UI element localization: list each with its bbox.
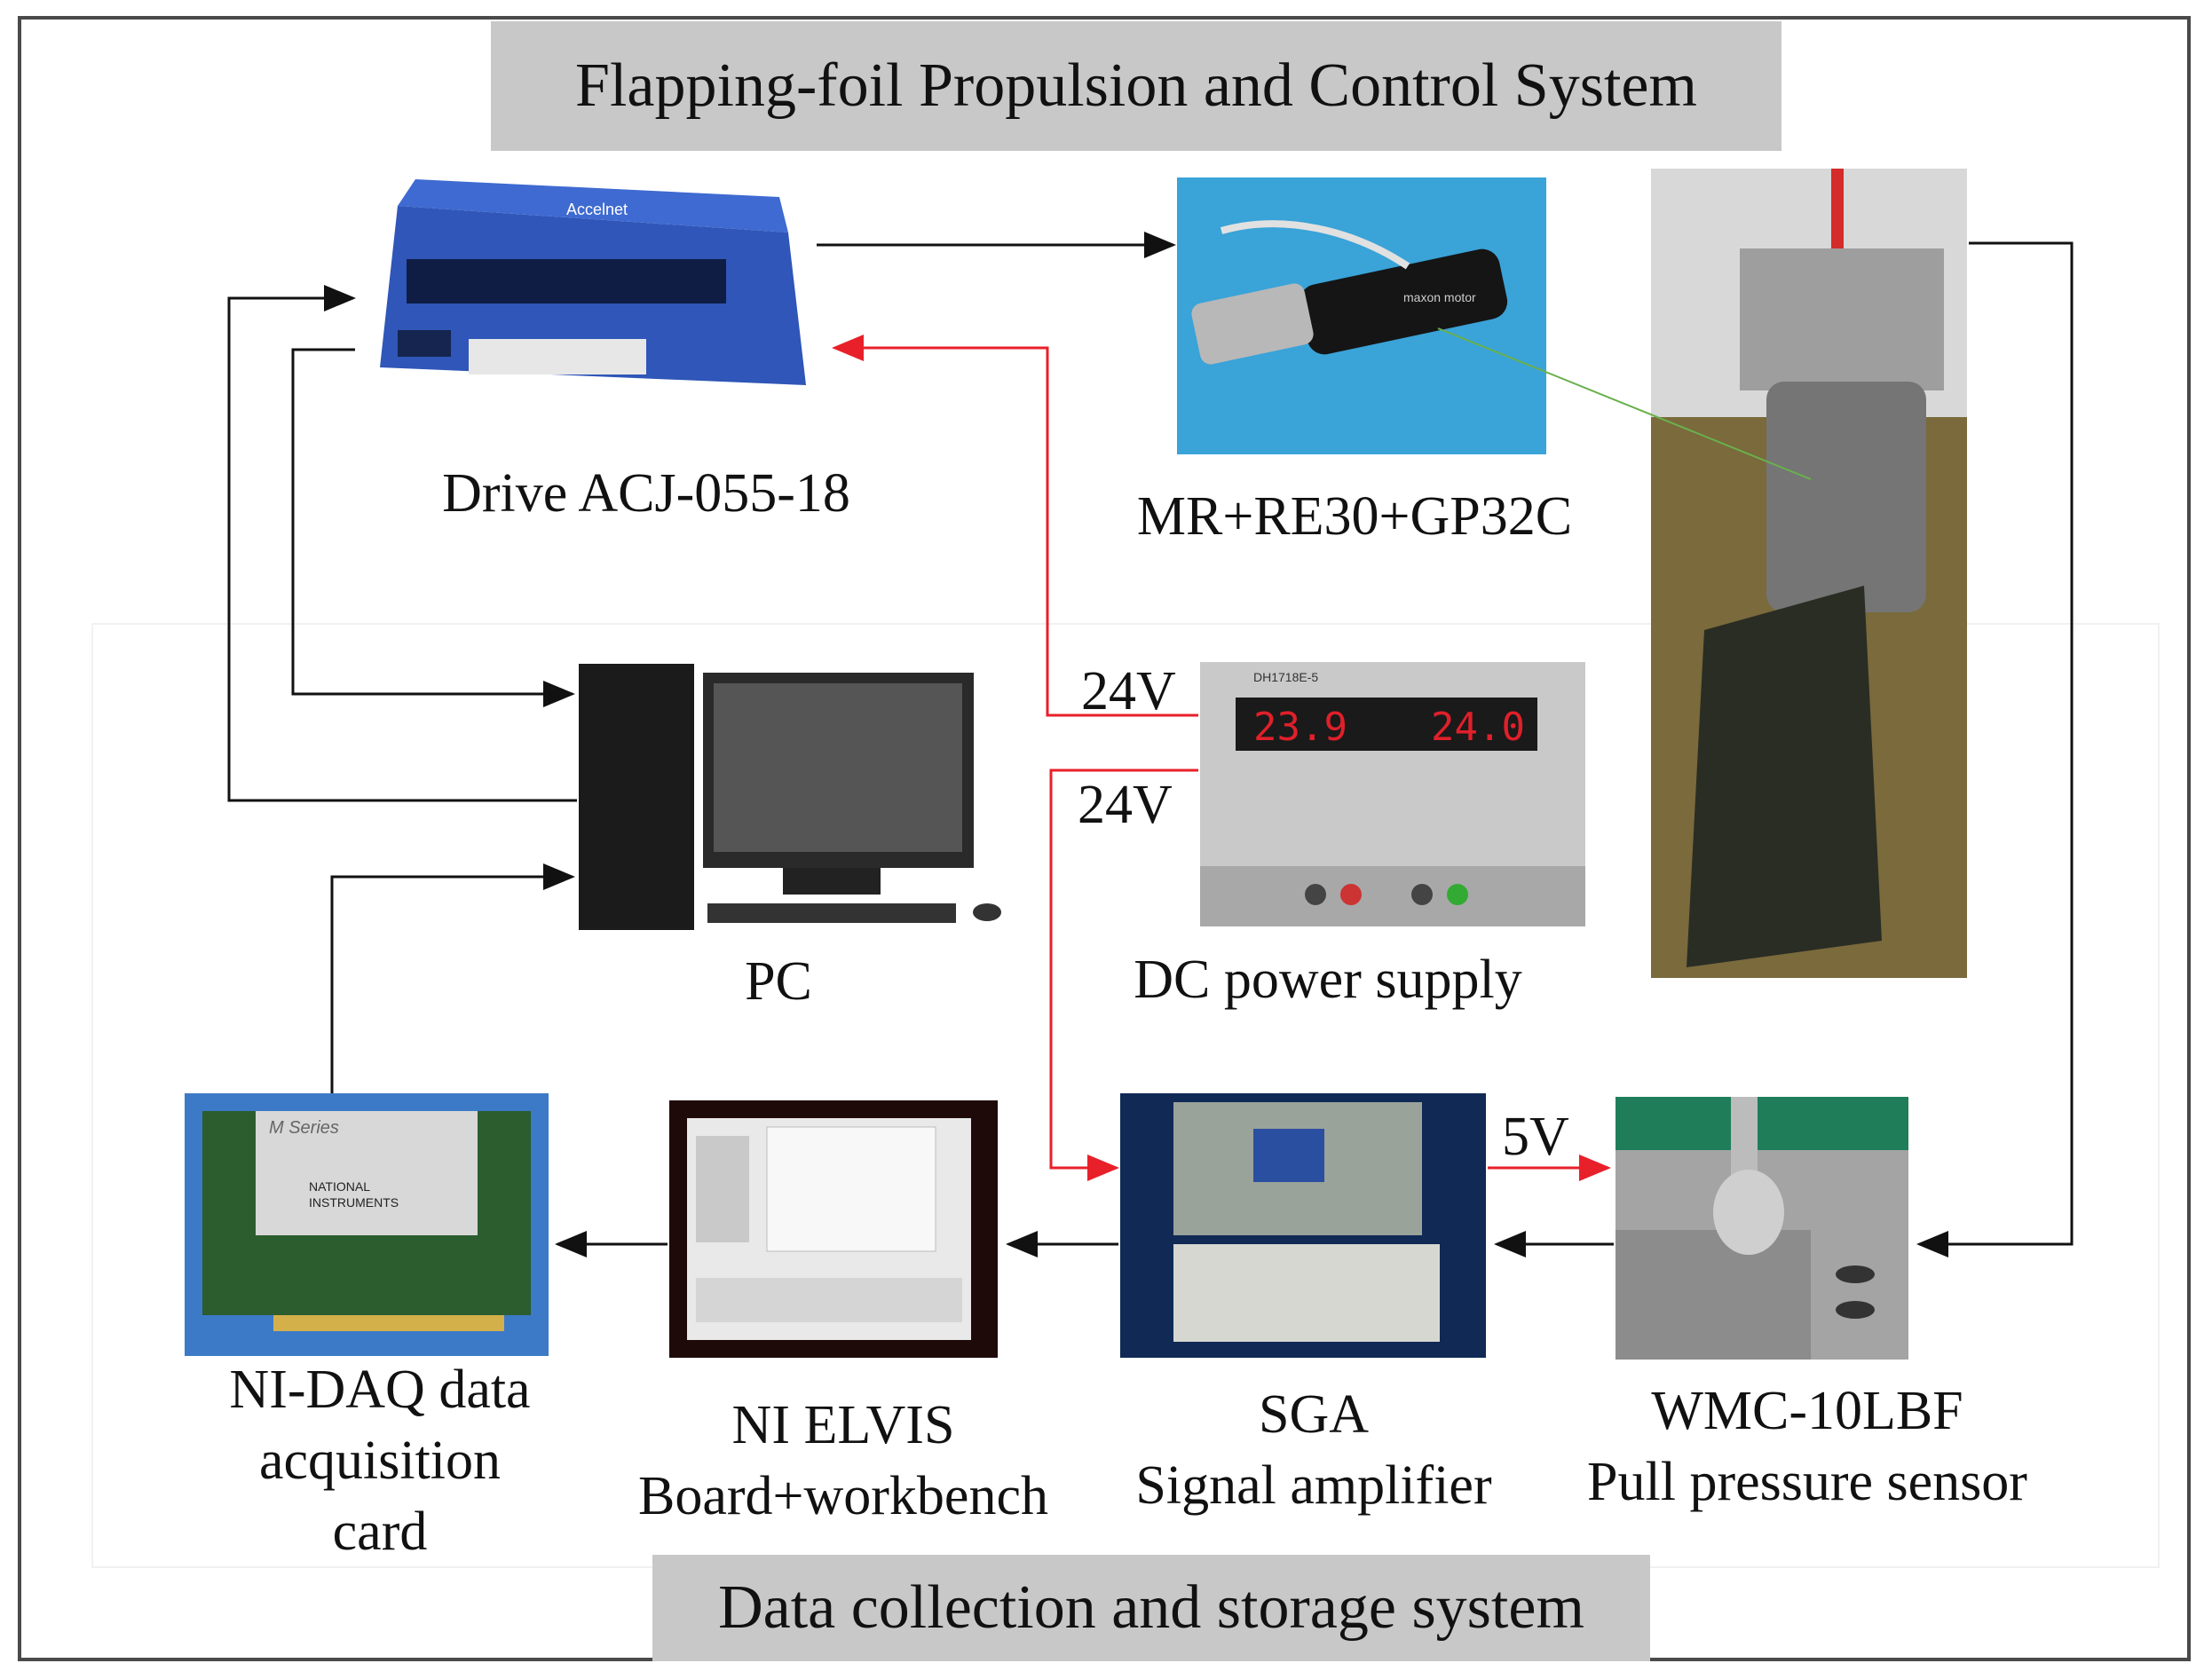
elvis-image xyxy=(669,1100,998,1358)
psu-readout-left: 23.9 xyxy=(1253,705,1347,750)
motor-text: maxon motor xyxy=(1403,290,1476,304)
drive-brand: Accelnet xyxy=(566,201,628,218)
pc-to-drive-line xyxy=(227,285,577,802)
voltage-label-2: 24V xyxy=(1078,775,1173,835)
motor-image: maxon motor xyxy=(1177,177,1546,454)
daq-brand-1: NATIONAL xyxy=(309,1179,370,1194)
daq-label: NI-DAQ data acquisition card xyxy=(185,1354,575,1567)
daq-label-line3: card xyxy=(332,1502,428,1562)
sensor-label: WMC-10LBF Pull pressure sensor xyxy=(1559,1376,2056,1517)
drive-label: Drive ACJ-055-18 xyxy=(442,463,850,524)
psu-readout-right: 24.0 xyxy=(1431,705,1525,750)
sensor-label-line1: WMC-10LBF xyxy=(1651,1381,1963,1441)
elvis-label-line2: Board+workbench xyxy=(638,1466,1048,1526)
pc-image xyxy=(579,664,1001,930)
power-label: DC power supply xyxy=(1134,950,1522,1010)
sga-label-line1: SGA xyxy=(1258,1384,1370,1445)
elvis-label-line1: NI ELVIS xyxy=(731,1395,955,1455)
daq-series: M Series xyxy=(269,1118,339,1138)
power-supply-image: 23.9 24.0 DH1718E-5 xyxy=(1200,662,1585,926)
voltage-label-3: 5V xyxy=(1502,1107,1569,1167)
footer-title: Data collection and storage system xyxy=(718,1573,1584,1642)
sga-label-line2: Signal amplifier xyxy=(1135,1455,1492,1516)
daq-label-line1: NI-DAQ data xyxy=(229,1360,531,1420)
psu-to-drive-power-line xyxy=(832,335,1198,717)
psu-model: DH1718E-5 xyxy=(1253,670,1318,684)
psu-to-sga-power-line xyxy=(1049,769,1198,1181)
flapping-foil-photo xyxy=(1651,169,1967,978)
drive-to-pc-line xyxy=(291,348,575,707)
diagram-title: Flapping-foil Propulsion and Control Sys… xyxy=(575,51,1697,120)
motor-label: MR+RE30+GP32C xyxy=(1136,486,1573,547)
elvis-label: NI ELVIS Board+workbench xyxy=(612,1390,1074,1532)
sensor-label-line2: Pull pressure sensor xyxy=(1587,1452,2027,1512)
foil-to-sensor-line xyxy=(1916,241,2074,1257)
sga-image xyxy=(1120,1093,1486,1358)
drive-image: Accelnet xyxy=(380,179,806,385)
sensor-image xyxy=(1616,1097,1908,1360)
sga-label: SGA Signal amplifier xyxy=(1101,1379,1527,1521)
voltage-label-1: 24V xyxy=(1081,661,1176,721)
motor-to-foil-pointer xyxy=(1437,327,1812,480)
footer-banner: Data collection and storage system xyxy=(652,1555,1650,1661)
daq-brand-2: INSTRUMENTS xyxy=(309,1195,399,1210)
daq-label-line2: acquisition xyxy=(258,1431,502,1491)
daq-card-image: M Series NATIONAL INSTRUMENTS xyxy=(185,1093,549,1356)
title-banner: Flapping-foil Propulsion and Control Sys… xyxy=(491,21,1781,151)
daq-to-pc-line xyxy=(330,863,575,1093)
pc-label: PC xyxy=(745,951,812,1012)
